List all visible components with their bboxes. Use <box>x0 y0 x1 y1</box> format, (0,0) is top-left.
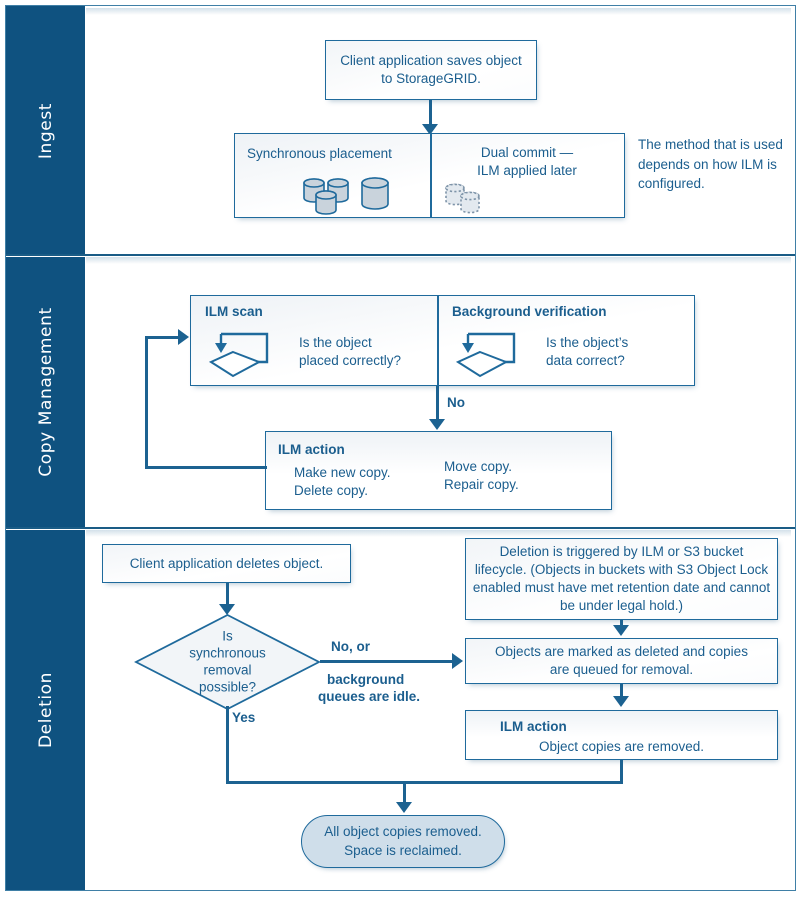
connector-marked-down-arrowhead <box>613 696 629 707</box>
copy-ilm-scan-pane: ILM scan Is the object placed correctly? <box>191 296 438 385</box>
copy-ilm-action-col1: Make new copy. Delete copy. <box>294 465 391 499</box>
connector-deletion-down-1-arrowhead <box>219 604 235 615</box>
ingest-option-dual-commit-title-line1: Dual commit — <box>480 145 574 160</box>
loop-decision-icon <box>205 324 271 382</box>
connector-copy-no-line <box>436 386 439 422</box>
connector-ingest-down <box>429 100 432 127</box>
copy-ilm-scan-title: ILM scan <box>205 304 263 319</box>
connector-deletion-ilm-down <box>620 760 623 784</box>
connector-deletion-yes-down <box>226 706 229 783</box>
divider-ingest-copy <box>6 254 795 256</box>
edge-label-yes: Yes <box>232 710 256 725</box>
ingest-option-dual-commit: Dual commit — ILM applied later <box>430 134 624 217</box>
section-label-ingest: Ingest <box>35 102 56 159</box>
connector-deletion-no-arrowhead <box>452 653 463 669</box>
section-label-copy-management: Copy Management <box>35 307 56 477</box>
connector-deletion-join <box>403 781 623 784</box>
storage-cylinders-dashed-icon <box>444 182 508 218</box>
deletion-ilm-action-box: ILM action Object copies are removed. <box>465 710 778 760</box>
deletion-top-shadow <box>86 530 791 537</box>
deletion-ilm-action-title: ILM action <box>500 719 567 734</box>
copy-ilm-action-title: ILM action <box>278 442 345 457</box>
copy-background-verification-question: Is the object’s data correct? <box>546 335 629 369</box>
section-band-copy-management: Copy Management <box>6 257 85 527</box>
deletion-trigger-note-box: Deletion is triggered by ILM or S3 bucke… <box>465 538 778 620</box>
ingest-placement-options-box: Synchronous placement <box>234 133 625 218</box>
copy-scan-verify-divider <box>437 296 439 385</box>
connector-feedback-top <box>145 336 181 339</box>
deletion-client-delete-box: Client application deletes object. <box>102 544 351 583</box>
section-band-deletion: Deletion <box>6 530 85 890</box>
section-band-ingest: Ingest <box>6 6 85 255</box>
copy-scan-verify-box: ILM scan Is the object placed correctly?… <box>190 295 695 386</box>
edge-label-queues-idle: queues are idle. <box>318 689 421 704</box>
storage-cylinders-solid-icon <box>301 176 411 216</box>
connector-trigger-down-arrowhead <box>613 625 629 636</box>
connector-feedback-bottom <box>145 466 267 469</box>
ingest-options-divider <box>430 134 432 217</box>
ingest-option-dual-commit-title-line2: ILM applied later <box>477 163 577 178</box>
loop-decision-icon-2 <box>452 324 518 382</box>
connector-trigger-down <box>620 620 623 629</box>
connector-feedback-arrowhead <box>178 329 189 345</box>
connector-copy-no-arrowhead <box>429 419 445 430</box>
connector-marked-down <box>620 684 623 698</box>
deletion-ilm-action-text: Object copies are removed. <box>538 739 705 754</box>
section-label-deletion: Deletion <box>35 671 56 749</box>
connector-ingest-down-arrowhead <box>422 124 438 135</box>
connector-terminator-arrowhead <box>396 802 412 813</box>
edge-label-no: No <box>447 395 465 410</box>
copy-ilm-action-box: ILM action Make new copy. Delete copy. M… <box>265 431 612 510</box>
connector-deletion-down-1 <box>226 583 229 607</box>
edge-label-background: background <box>327 672 405 687</box>
ingest-top-shadow <box>86 8 791 15</box>
ingest-option-synchronous: Synchronous placement <box>235 134 430 217</box>
ingest-client-save-box: Client application saves object to Stora… <box>325 40 537 100</box>
copy-background-verification-title: Background verification <box>452 304 607 319</box>
ingest-side-note: The method that is used depends on how I… <box>638 137 783 192</box>
copy-top-shadow <box>86 257 791 264</box>
deletion-marked-box: Objects are marked as deleted and copies… <box>465 638 778 684</box>
edge-label-no-or: No, or <box>331 639 370 654</box>
ingest-option-synchronous-title: Synchronous placement <box>247 146 392 161</box>
deletion-terminator-box: All object copies removed. Space is recl… <box>301 815 505 868</box>
copy-background-verification-pane: Background verification Is the object’s … <box>438 296 694 385</box>
divider-copy-deletion <box>6 527 795 529</box>
deletion-decision-diamond: Is synchronous removal possible? <box>134 613 321 711</box>
connector-deletion-yes-right <box>226 781 406 784</box>
copy-ilm-action-col2: Move copy. Repair copy. <box>444 459 519 493</box>
connector-deletion-no-line <box>320 660 455 663</box>
copy-ilm-scan-question: Is the object placed correctly? <box>299 335 402 369</box>
connector-feedback-left <box>145 336 148 468</box>
deletion-decision-text: Is synchronous removal possible? <box>189 628 266 694</box>
connector-terminator-down <box>403 781 406 805</box>
